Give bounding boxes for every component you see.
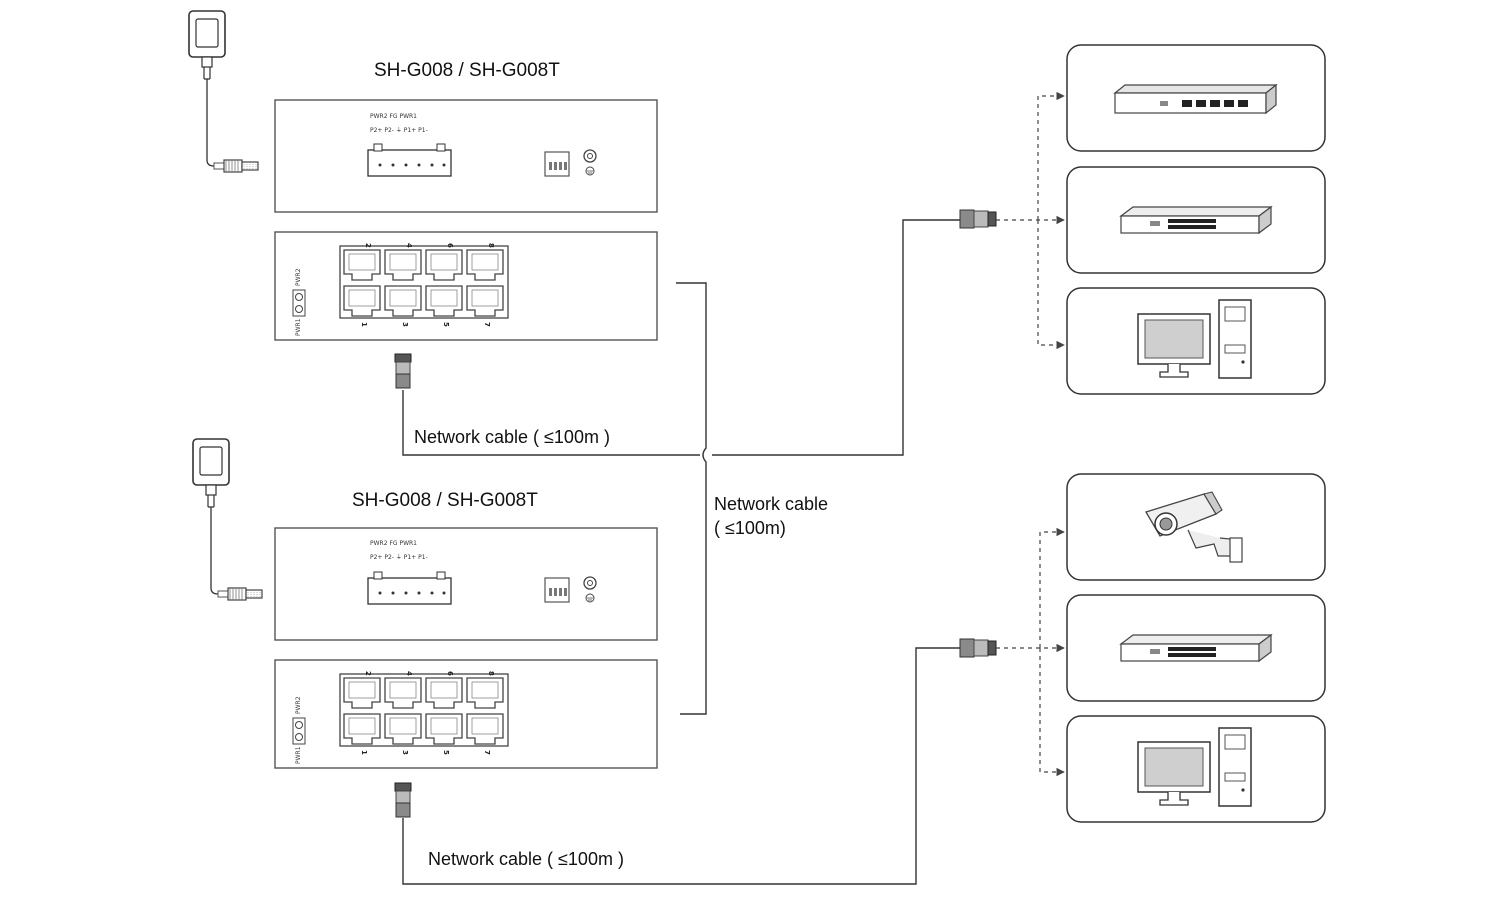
power-adapter-icon xyxy=(192,438,230,508)
rj45-plug-icon xyxy=(959,638,997,658)
port-number: 4 xyxy=(405,243,413,248)
port-number: 5 xyxy=(442,750,450,755)
ip-camera-icon xyxy=(1145,491,1243,563)
switch-icon xyxy=(1119,633,1273,663)
terminal-block-icon xyxy=(367,143,452,177)
port-number: 6 xyxy=(446,671,454,676)
port-number: 5 xyxy=(442,322,450,327)
rj45-plug-icon xyxy=(394,782,412,818)
switch-top-panel xyxy=(274,527,658,641)
switch-2-model-label: SH-G008 / SH-G008T xyxy=(352,490,538,511)
device-computer xyxy=(1066,715,1326,823)
switch-1: PWR2 FG PWR1 P2+ P2- ⏚ P1+ P1- xyxy=(188,10,658,389)
device-camera xyxy=(1066,473,1326,581)
pwr1-led-label: PWR1 xyxy=(295,746,302,764)
interlink-cable-length: ( ≤100m) xyxy=(714,518,786,538)
port-number: 1 xyxy=(360,322,368,327)
port-number: 8 xyxy=(487,243,495,248)
cables xyxy=(402,219,960,885)
switch-1-model-label: SH-G008 / SH-G008T xyxy=(374,60,560,81)
port-number: 3 xyxy=(401,750,409,755)
router-icon xyxy=(1113,83,1278,115)
top-cable-label: Network cable ( ≤100m ) xyxy=(414,427,610,447)
rj45-plug-icon xyxy=(394,353,412,389)
bottom-uplink-cable xyxy=(402,647,960,885)
switch-icon xyxy=(1119,205,1273,235)
bottom-cable-label: Network cable ( ≤100m ) xyxy=(428,849,624,869)
port-block xyxy=(339,673,509,747)
power-led-group: PWR1 PWR2 xyxy=(292,268,306,336)
interlink-cable-label: Network cable xyxy=(714,494,829,514)
power-adapter-icon xyxy=(188,10,226,80)
dc-plug-icon xyxy=(213,159,259,173)
switch-2: PWR2 FG PWR1 P2+ P2- ⏚ P1+ P1- xyxy=(192,438,658,818)
terminal-pin-label: P2+ P2- ⏚ P1+ P1- xyxy=(370,127,428,134)
power-led-group: PWR1 PWR2 xyxy=(292,696,306,764)
pwr2-led-label: PWR2 xyxy=(295,696,302,714)
computer-icon xyxy=(1137,299,1252,379)
device-router xyxy=(1066,44,1326,152)
device-switch xyxy=(1066,594,1326,702)
distribution-arrows xyxy=(996,91,1065,777)
device-switch xyxy=(1066,166,1326,274)
port-number: 2 xyxy=(364,671,372,676)
port-number: 4 xyxy=(405,671,413,676)
port-number: 7 xyxy=(483,750,491,755)
port-number: 6 xyxy=(446,243,454,248)
port-number: 7 xyxy=(483,322,491,327)
interlink-cable xyxy=(676,282,707,715)
terminal-block-icon xyxy=(367,571,452,605)
ground-screw-icon xyxy=(583,149,597,176)
port-number: 2 xyxy=(364,243,372,248)
port-number: 3 xyxy=(401,322,409,327)
computer-icon xyxy=(1137,727,1252,807)
pwr2-led-label: PWR2 xyxy=(295,268,302,286)
port-number: 1 xyxy=(360,750,368,755)
dc-plug-icon xyxy=(217,587,263,601)
terminal-group-label: PWR2 FG PWR1 xyxy=(370,113,417,120)
port-number: 8 xyxy=(487,671,495,676)
top-uplink-cable xyxy=(402,219,960,456)
dip-switch-icon xyxy=(544,151,570,177)
terminal-pin-label: P2+ P2- ⏚ P1+ P1- xyxy=(370,554,428,561)
terminal-group-label: PWR2 FG PWR1 xyxy=(370,540,417,547)
dip-switch-icon xyxy=(544,577,570,603)
switch-top-panel xyxy=(274,99,658,213)
port-block xyxy=(339,245,509,319)
device-computer xyxy=(1066,287,1326,395)
ground-screw-icon xyxy=(583,576,597,603)
rj45-plug-icon xyxy=(959,209,997,229)
pwr1-led-label: PWR1 xyxy=(295,318,302,336)
